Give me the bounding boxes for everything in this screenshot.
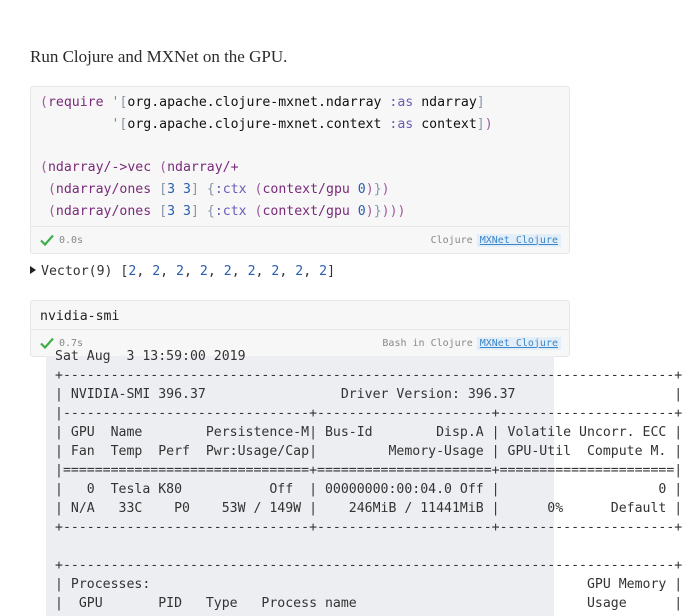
code-token: org.apache.clojure-mxnet.ndarray [127, 95, 382, 110]
code-token: nvidia-smi [40, 309, 120, 324]
result-value: 2 [319, 264, 328, 279]
success-check-icon [40, 337, 54, 350]
code-token: context/gpu [262, 203, 350, 219]
code-token: 3 [167, 181, 176, 197]
result-value: 2 [247, 264, 256, 279]
expand-triangle-icon[interactable] [30, 266, 36, 274]
result-value: 2 [128, 264, 137, 279]
code-token: 3 [183, 203, 191, 219]
code-token: ndarray/+ [167, 160, 239, 176]
code-token: ndarray/ones [55, 181, 152, 197]
code-token: 0 [357, 203, 366, 219]
code-token: ndarray/->vec [47, 160, 152, 176]
code-token: context [421, 116, 477, 132]
result-row[interactable]: Vector(9) [2, 2, 2, 2, 2, 2, 2, 2, 2] [30, 262, 335, 282]
result-value: 2 [199, 264, 208, 279]
code-cell-bash[interactable]: nvidia-smi 0.7s Bash in Clojure MXNet Cl… [30, 300, 570, 357]
code-token: :as [389, 95, 414, 110]
code-token: context/gpu [262, 181, 350, 197]
code-token: 3 [183, 181, 191, 197]
run-time: 0.0s [59, 234, 84, 246]
code-token: :ctx [214, 203, 247, 219]
cell-language: Clojure [430, 234, 473, 246]
cell-language: Bash in Clojure [382, 337, 473, 349]
page-heading: Run Clojure and MXNet on the GPU. [30, 47, 288, 66]
code-token: 3 [167, 203, 176, 219]
code-token: require [47, 95, 104, 110]
code-cell-clojure[interactable]: (require '[org.apache.clojure-mxnet.ndar… [30, 86, 570, 254]
code-editor[interactable]: (require '[org.apache.clojure-mxnet.ndar… [40, 95, 493, 219]
cell-footer: 0.7s Bash in Clojure MXNet Clojure [31, 329, 569, 356]
code-token: ndarray/ones [55, 203, 152, 219]
kernel-tag-link[interactable]: MXNet Clojure [476, 233, 561, 247]
result-label: Vector(9) [41, 264, 113, 279]
result-value: 2 [295, 264, 304, 279]
code-token: 0 [357, 181, 366, 197]
result-value: 2 [223, 264, 232, 279]
result-value: 2 [176, 264, 184, 279]
code-token: :ctx [214, 181, 247, 197]
result-value: 2 [271, 264, 280, 279]
kernel-tag-link[interactable]: MXNet Clojure [476, 336, 561, 350]
cell-footer: 0.0s Clojure MXNet Clojure [31, 226, 569, 253]
output-text: Sat Aug 3 13:59:00 2019 +---------------… [55, 349, 682, 611]
code-editor[interactable]: nvidia-smi [31, 301, 569, 328]
code-token: ndarray [421, 95, 477, 110]
result-value: 2 [152, 264, 161, 279]
command-output[interactable]: Sat Aug 3 13:59:00 2019 +---------------… [46, 349, 682, 616]
success-check-icon [40, 234, 54, 247]
run-time: 0.7s [59, 337, 84, 349]
code-token: :as [389, 116, 414, 132]
code-token: org.apache.clojure-mxnet.context [127, 116, 382, 132]
